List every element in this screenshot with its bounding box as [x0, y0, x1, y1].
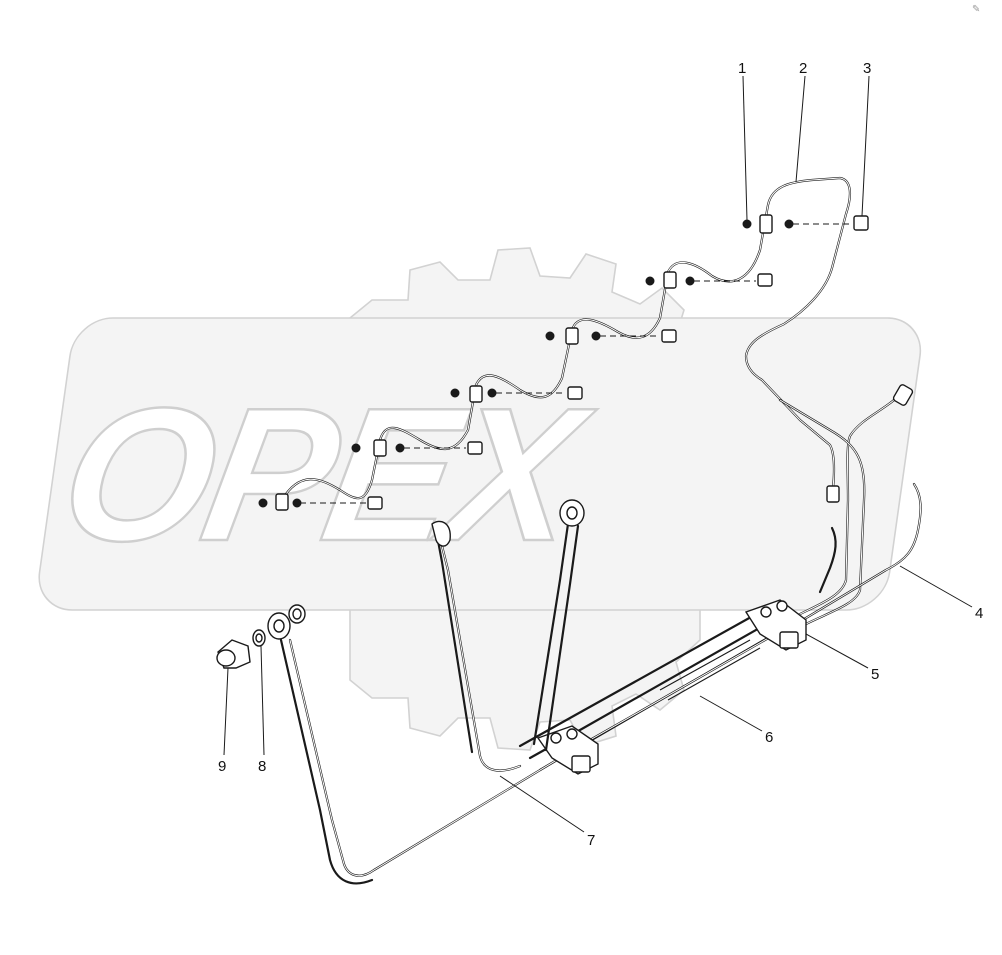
watermark-logo: OPEX [38, 247, 922, 751]
callout-9: 9 [218, 758, 226, 775]
callout-5: 5 [871, 666, 879, 683]
leader-lines [223, 75, 973, 833]
pipe-clamp-left [536, 725, 599, 775]
corner-mark: ✎ [972, 4, 980, 15]
banjo-fittings-group [258, 214, 869, 511]
callout-1: 1 [738, 60, 746, 77]
return-line-end-fitting [826, 485, 840, 503]
callout-3: 3 [863, 60, 871, 77]
callout-labels: 1 2 3 4 5 6 7 8 9 [218, 60, 983, 849]
feed-pipes-right [778, 384, 922, 626]
banjo-washer-and-bolt [216, 629, 266, 669]
callout-2: 2 [799, 60, 807, 77]
callout-6: 6 [765, 729, 773, 746]
pipe-clamp-right [744, 599, 807, 651]
injector-feed-pipes [267, 499, 585, 772]
callout-8: 8 [258, 758, 266, 775]
callout-7: 7 [587, 832, 595, 849]
watermark-text: OPEX [48, 368, 606, 580]
watermark-plate [38, 317, 922, 611]
callout-4: 4 [975, 605, 983, 622]
